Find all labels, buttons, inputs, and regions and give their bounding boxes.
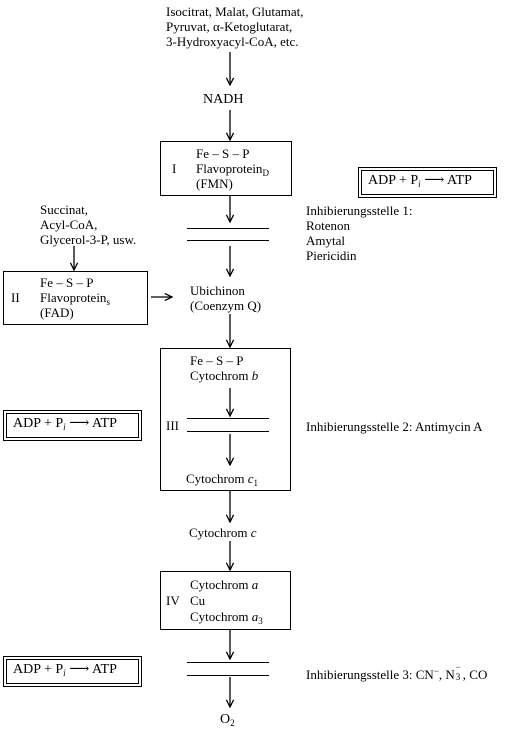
- complex-2-flavoprotein: Flavoproteins: [40, 290, 110, 307]
- inhibition-site-3-bar-bottom: [187, 675, 269, 676]
- flavoprotein-s-subscript: s: [106, 297, 110, 307]
- inhibitor-rotenon: Rotenon: [306, 218, 351, 233]
- ubichinon-line1: Ubichinon: [190, 283, 245, 298]
- complex-4-cu: Cu: [190, 593, 206, 608]
- complex-3-fes: Fe – S – P: [190, 353, 244, 368]
- complex-4-numeral: IV: [166, 593, 180, 608]
- complex-1-box: [160, 141, 292, 196]
- complex-4-cytochrom-a: Cytochrom a: [190, 577, 259, 592]
- inhibition-2-label: Inhibierungsstelle 2: Antimycin A: [306, 419, 483, 434]
- complex-3-cytochrom-b: Cytochrom b: [190, 368, 259, 383]
- inhibition-3-label: Inhibierungsstelle 3: CN−, N−3, CO: [306, 662, 488, 682]
- complex-3-numeral: III: [166, 418, 179, 433]
- inhibition-site-1-bar-bottom: [187, 240, 269, 241]
- flavoprotein-d-subscript: D: [262, 168, 269, 178]
- ubichinon-line2: (Coenzym Q): [190, 298, 262, 313]
- complex-2-numeral: II: [11, 290, 20, 305]
- n3-script: −3: [455, 662, 461, 682]
- oxygen-label: O2: [220, 712, 235, 728]
- complex-3-cytochrom-c1: Cytochrom c1: [186, 471, 259, 488]
- inhibitor-piericidin: Piericidin: [306, 248, 357, 263]
- nadh-label: NADH: [203, 92, 244, 107]
- substrates-top-line1: Isocitrat, Malat, Glutamat,: [166, 4, 304, 19]
- substrates-side-line3: Glycerol-3-P, usw.: [40, 232, 137, 247]
- atp-synthesis-site-1: ADP + Pi ⟶ ATP: [358, 167, 497, 198]
- inhibition-site-1-bar-top: [187, 228, 269, 229]
- atp-reaction-1: ADP + Pi ⟶ ATP: [361, 170, 494, 195]
- complex-4-cytochrom-a3: Cytochrom a3: [190, 609, 263, 626]
- complex-3-box: [160, 348, 291, 491]
- atp-reaction-2: ADP + Pi ⟶ ATP: [6, 413, 139, 438]
- substrates-top-line3: 3-Hydroxyacyl-CoA, etc.: [166, 34, 299, 49]
- atp-synthesis-site-3: ADP + Pi ⟶ ATP: [3, 656, 142, 687]
- inhibitor-amytal: Amytal: [306, 233, 345, 248]
- substrates-side-line1: Succinat,: [40, 202, 89, 217]
- complex-2-box: [3, 271, 148, 325]
- inhibition-1-title: Inhibierungsstelle 1:: [306, 203, 413, 218]
- complex-4-box: [160, 571, 291, 630]
- complex-1-numeral: I: [172, 161, 177, 176]
- complex-1-fmn: (FMN): [196, 176, 233, 191]
- complex-2-fad: (FAD): [40, 305, 74, 320]
- complex-2-fes: Fe – S – P: [40, 275, 94, 290]
- complex-1-fes: Fe – S – P: [196, 146, 250, 161]
- atp-reaction-3: ADP + Pi ⟶ ATP: [6, 659, 139, 684]
- inhibition-site-2-bar-bottom: [187, 431, 269, 432]
- inhibition-site-3-bar-top: [187, 662, 269, 663]
- substrates-top-line2: Pyruvat, α-Ketoglutarat,: [166, 19, 293, 34]
- complex-1-flavoprotein: FlavoproteinD: [196, 161, 269, 178]
- inhibition-site-2-bar-top: [187, 418, 269, 419]
- cytochrom-c: Cytochrom c: [189, 525, 257, 540]
- substrates-side-line2: Acyl-CoA,: [40, 217, 98, 232]
- atp-synthesis-site-2: ADP + Pi ⟶ ATP: [3, 410, 142, 441]
